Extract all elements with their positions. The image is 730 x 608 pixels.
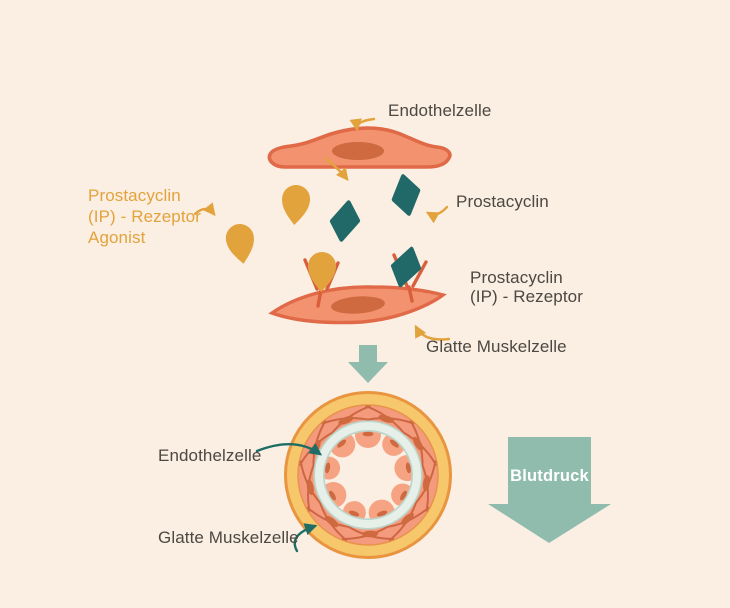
receptor-stem [316, 288, 323, 308]
arrow-vessel-muscle-label [293, 523, 318, 553]
arrow-agonist-label [193, 202, 216, 216]
arrow-prostacyclin-label [425, 205, 449, 224]
bound-agonist-molecule-icon [307, 251, 337, 293]
blood-pressure-arrow-icon [488, 437, 611, 543]
smooth-muscle-cell-illustration [268, 285, 447, 325]
receptor-arm [411, 260, 428, 288]
agonist-molecule-icon [280, 184, 312, 226]
bound-prostacyclin-molecule-icon [386, 243, 426, 291]
vessel-inner-ring-edge [313, 420, 423, 530]
label-line: Prostacyclin [470, 268, 563, 287]
cell-nucleus [331, 296, 385, 314]
label-prostacyclin: Prostacyclin [456, 192, 549, 211]
arrow-label-to-endothelial-cell [349, 117, 376, 132]
label-smooth-muscle-cell: Glatte Muskelzelle [426, 337, 567, 356]
label-vessel-endothelial-cell: Endothelzelle [158, 446, 262, 465]
label-line: (IP) - Rezeptor [88, 207, 201, 226]
label-line: Agonist [88, 228, 146, 247]
vessel-inner-ring [314, 421, 422, 529]
label-line: (IP) - Rezeptor [470, 287, 583, 306]
cell-nucleus [332, 142, 384, 160]
endothelial-cell-illustration [267, 126, 452, 169]
arrow-smooth-muscle-label [414, 324, 451, 341]
prostacyclin-molecules [327, 171, 425, 244]
arrow-vessel-endothelial-label [255, 442, 323, 456]
effect-down-arrow-icon [348, 345, 388, 383]
label-line: Prostacyclin [88, 186, 181, 205]
label-ip-receptor-agonist: Prostacyclin (IP) - Rezeptor Agonist [88, 185, 201, 248]
receptor-stem [407, 285, 414, 303]
arrow-cell-releases-prostacyclin [324, 157, 349, 181]
agonist-molecule-icon [224, 222, 258, 266]
prostacyclin-molecule-icon [327, 198, 363, 244]
prostacyclin-molecule-icon [387, 171, 425, 219]
label-vessel-smooth-muscle-cell: Glatte Muskelzelle [158, 528, 299, 547]
vessel-cross-section [284, 391, 452, 559]
label-endothelial-cell-top: Endothelzelle [388, 101, 492, 120]
label-ip-receptor: Prostacyclin (IP) - Rezeptor [470, 268, 583, 306]
label-blood-pressure: Blutdruck [510, 467, 589, 485]
agonist-molecules [224, 184, 312, 266]
vessel-inner-ring-edge [322, 429, 414, 521]
